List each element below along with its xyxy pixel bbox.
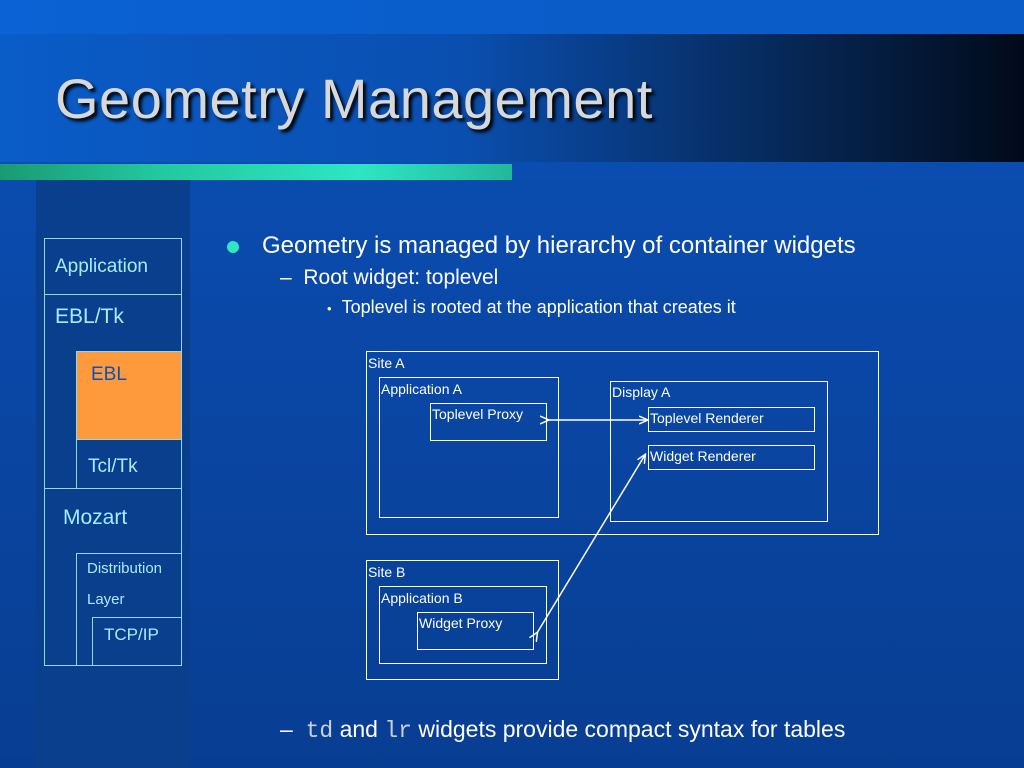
application-a-label: Application A <box>381 381 462 397</box>
left-panel <box>36 180 190 768</box>
layer-layer-label: Layer <box>87 591 125 608</box>
layer-ebl-tk-label: EBL/Tk <box>55 305 124 328</box>
layer-tcl-tk-label: Tcl/Tk <box>88 456 138 477</box>
widget-proxy-renderer-arrow <box>537 455 645 633</box>
application-b-label: Application B <box>381 590 463 606</box>
application-a-box <box>379 377 559 518</box>
widget-renderer-box <box>648 445 815 470</box>
bullet-level3-text: Toplevel is rooted at the application th… <box>341 297 736 317</box>
toplevel-renderer-label: Toplevel Renderer <box>650 410 764 426</box>
layer-mozart-label: Mozart <box>63 506 128 529</box>
site-a-label: Site A <box>368 355 405 371</box>
bullet-level2-text: Root widget: toplevel <box>303 266 499 289</box>
code-td: td <box>305 718 334 744</box>
bullet-level2: – Root widget: toplevel <box>280 266 498 290</box>
accent-bar <box>0 164 512 180</box>
layer-ebl <box>76 351 182 440</box>
bottom-and: and <box>333 716 385 742</box>
layer-application-label: Application <box>55 256 148 277</box>
layer-tcp-ip-label: TCP/IP <box>104 625 159 644</box>
bullet-level3: • Toplevel is rooted at the application … <box>327 297 736 318</box>
widget-proxy-label: Widget Proxy <box>419 615 503 631</box>
site-b-label: Site B <box>368 564 406 580</box>
header-background <box>0 0 1024 162</box>
dash-mark: – <box>280 716 293 742</box>
bullet-bottom: – td and lr widgets provide compact synt… <box>280 716 845 744</box>
toplevel-proxy-label: Toplevel Proxy <box>432 406 524 422</box>
slide-title: Geometry Management <box>55 67 653 130</box>
widget-renderer-label: Widget Renderer <box>650 448 756 464</box>
code-lr: lr <box>384 718 412 744</box>
bullet-mark: • <box>327 301 332 316</box>
layer-ebl-label: EBL <box>91 364 127 385</box>
bullet-dot-icon <box>227 241 239 253</box>
bottom-rest: widgets provide compact syntax for table… <box>411 716 846 742</box>
display-a-label: Display A <box>612 384 671 400</box>
layer-distribution-label: Distribution <box>87 560 163 577</box>
display-a-box <box>610 381 828 522</box>
dash-mark: – <box>280 266 292 289</box>
layer-tcp-ip <box>92 617 182 666</box>
bullet-level1-text: Geometry is managed by hierarchy of cont… <box>262 232 856 259</box>
